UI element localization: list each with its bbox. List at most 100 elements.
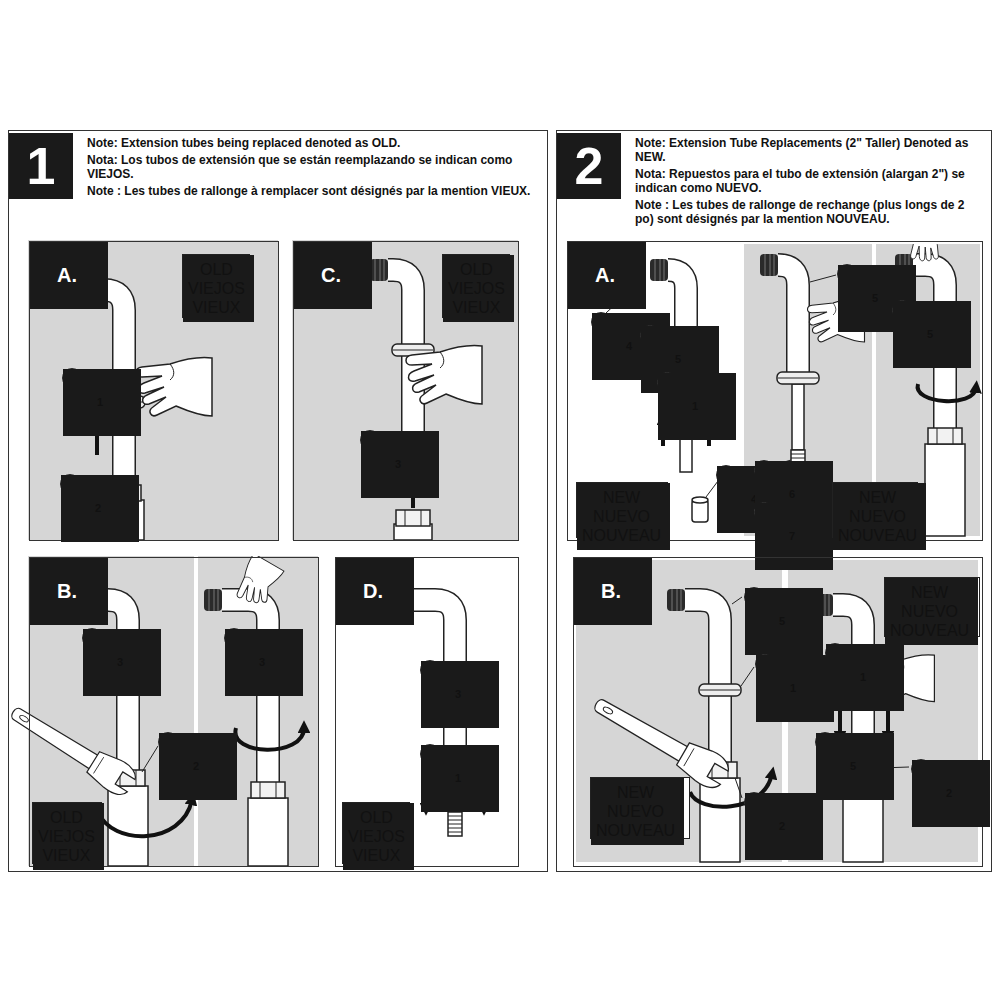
callout-number: 3 <box>421 661 499 728</box>
callout-number: 1 <box>421 745 499 812</box>
panel-2a-art <box>792 384 804 450</box>
panel-1b-art <box>108 786 148 866</box>
panel-2b-art <box>685 600 720 764</box>
panel-2b-art <box>700 778 740 862</box>
hand <box>231 556 284 611</box>
panel-1b-art <box>251 782 285 798</box>
callout-circle: 3 <box>224 628 244 648</box>
panel-2a-art <box>810 275 836 282</box>
callout-circle: 1 <box>755 654 775 674</box>
illustration-panel: B.51NEW NUEVO NOUVEAU2NEW NUEVO NOUVEAU1… <box>573 557 983 867</box>
status-box: OLD VIEJOS VIEUX <box>342 802 410 864</box>
status-box: OLD VIEJOS VIEUX <box>32 802 102 864</box>
panel-1d-art <box>448 812 462 836</box>
panel-2a-art <box>760 254 778 276</box>
note-text: Nota: Repuestos para el tubo de extensió… <box>635 167 983 195</box>
panel-1b-art <box>142 746 158 772</box>
panel-2a-art <box>778 265 798 380</box>
status-label: OLD VIEJOS VIEUX <box>33 803 104 870</box>
panel-2b-art <box>735 778 742 798</box>
callout-number: 5 <box>745 588 823 655</box>
callout-circle: 2 <box>158 732 178 752</box>
panel-2b-art <box>886 708 890 736</box>
callout-number: 5 <box>816 733 894 800</box>
panel-1c-art <box>292 240 518 540</box>
panel-2a-art <box>918 384 976 401</box>
illustration-panel: A. OLD VIEJOS VIEUX 1 2 <box>29 241 279 541</box>
callout-circle: 7 <box>754 502 774 522</box>
callout-circle: 6 <box>754 460 774 480</box>
callout-circle: 1 <box>420 744 440 764</box>
status-box: OLD VIEJOS VIEUX <box>182 254 250 318</box>
panel-2b-art <box>667 589 685 611</box>
panel-2b-art <box>699 684 741 696</box>
panel-2a-art <box>778 265 798 380</box>
panel-2a-art <box>925 444 965 536</box>
callout-number: 2 <box>61 475 139 542</box>
callout-circle: 3 <box>360 430 380 450</box>
panel-1c-art <box>370 259 388 281</box>
status-box: NEW NUEVO NOUVEAU <box>832 482 918 538</box>
panel-1a-art <box>136 357 212 416</box>
callout-circle: 4 <box>591 312 611 332</box>
note-text: Note: Extension tubes being replaced den… <box>87 136 539 150</box>
hand <box>905 244 950 267</box>
note-text: Note: Extension Tube Replacements (2" Ta… <box>635 136 983 164</box>
panel-1b-art <box>248 798 288 866</box>
hand <box>905 244 950 267</box>
panel-2b-art <box>741 667 754 686</box>
status-label: NEW NUEVO NOUVEAU <box>885 578 978 645</box>
callout-number: 2 <box>745 793 823 860</box>
step-number: 2 <box>557 133 621 199</box>
callout-circle: 2 <box>60 474 80 494</box>
illustration-panel: A.4514NEW NUEVO NOUVEAU567NEW NUEVO NOUV… <box>567 241 983 541</box>
callout-circle: 4 <box>716 465 736 485</box>
callout-circle: 3 <box>82 628 102 648</box>
note-text: Nota: Los tubos de extensión que se está… <box>87 153 539 181</box>
panel-2a-art <box>692 497 708 522</box>
panel-label: A. <box>30 242 108 309</box>
callout-number: 1 <box>826 644 904 711</box>
callout-number: 7 <box>755 503 833 570</box>
panel-1b-art <box>235 728 304 750</box>
panel-1c-art <box>396 510 430 526</box>
panel-1c-art <box>406 345 482 404</box>
callout-circle: 5 <box>815 732 835 752</box>
callout-circle: 1 <box>657 372 677 392</box>
callout-number: 2 <box>159 733 237 800</box>
note-text: Note : Les tubes de rallonge à remplacer… <box>87 184 539 198</box>
callout-circle: 2 <box>911 759 931 779</box>
callout-circle: 3 <box>420 660 440 680</box>
callout-circle: 2 <box>744 792 764 812</box>
panel-2a-art <box>928 428 962 444</box>
status-label: OLD VIEJOS VIEUX <box>183 255 254 322</box>
callout-number: 3 <box>225 629 303 696</box>
callout-circle: 5 <box>837 264 857 284</box>
panel-label: B. <box>574 558 652 625</box>
panel-2a-art <box>777 372 819 384</box>
status-label: OLD VIEJOS VIEUX <box>443 255 514 322</box>
callout-circle: 5 <box>640 325 660 345</box>
callout-circle: 5 <box>892 300 912 320</box>
callout-circle: 1 <box>62 368 82 388</box>
step-frame: 2 Note: Extension Tube Replacements (2" T… <box>556 130 992 872</box>
callout-number: 1 <box>63 369 141 436</box>
status-label: NEW NUEVO NOUVEAU <box>833 483 926 550</box>
status-box: OLD VIEJOS VIEUX <box>442 254 510 318</box>
status-label: OLD VIEJOS VIEUX <box>343 803 414 870</box>
step-frame: 1 Note: Extension tubes being replaced de… <box>8 130 548 872</box>
callout-number: 1 <box>658 373 736 440</box>
callout-circle: 1 <box>825 643 845 663</box>
panel-2b-art <box>838 708 842 736</box>
illustration-panel: B.332OLD VIEJOS VIEUX <box>29 557 319 867</box>
callout-number: 5 <box>893 301 971 368</box>
status-box: NEW NUEVO NOUVEAU <box>576 482 668 538</box>
status-label: NEW NUEVO NOUVEAU <box>577 483 670 550</box>
status-label: NEW NUEVO NOUVEAU <box>591 778 684 845</box>
illustration-panel: C.OLD VIEJOS VIEUX3 <box>293 241 519 541</box>
status-box: NEW NUEVO NOUVEAU <box>590 777 690 839</box>
callout-circle: 5 <box>744 587 764 607</box>
callout-number: 2 <box>912 760 990 827</box>
panel-label: D. <box>336 558 414 625</box>
